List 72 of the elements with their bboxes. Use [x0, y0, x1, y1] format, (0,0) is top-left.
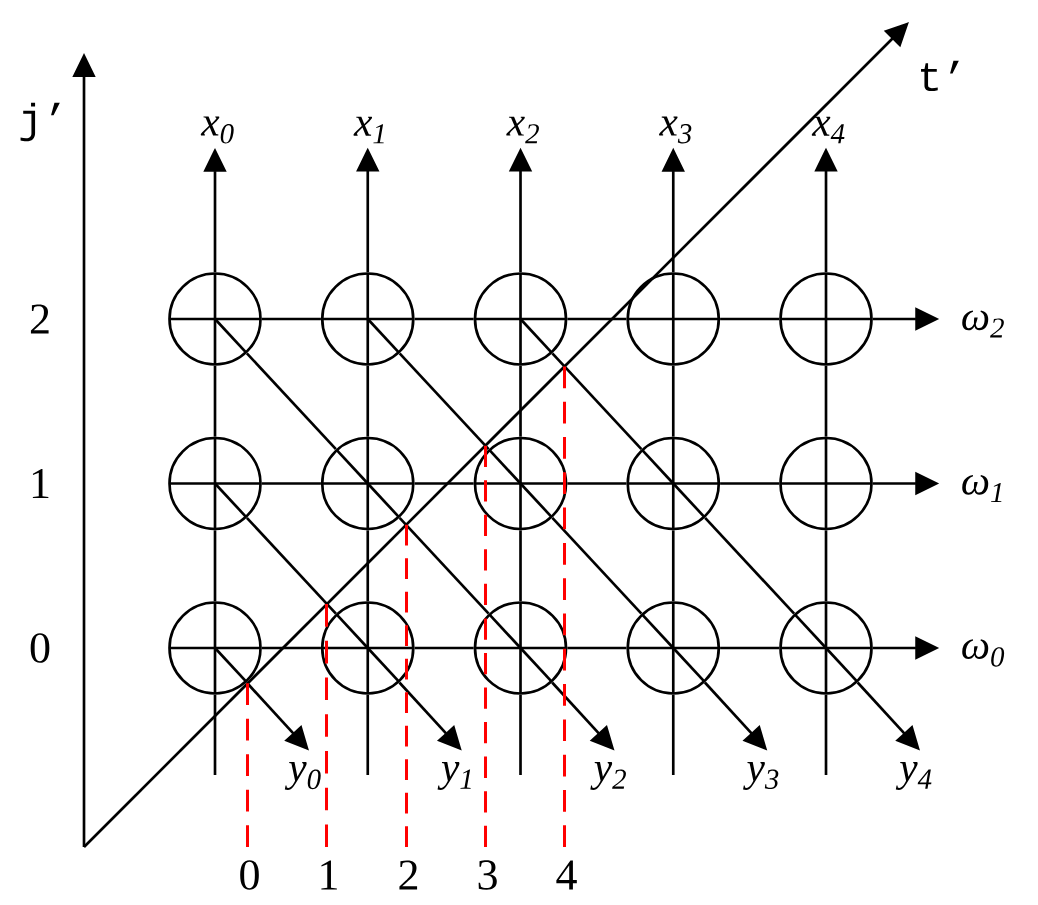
variable-label: y$_{4}$ [895, 762, 932, 790]
row-label: 1 [32, 468, 49, 498]
circled-plus [473, 272, 568, 366]
row-label: 2 [30, 304, 49, 334]
line [213, 694, 217, 775]
circled-plus [320, 272, 415, 366]
line [414, 646, 474, 650]
row-label: 0 [30, 633, 50, 663]
time-step-label: 1 [321, 860, 337, 890]
line [366, 365, 370, 437]
line [567, 482, 627, 485]
line [720, 646, 780, 650]
variable-label: y$_{0}$ [284, 762, 321, 790]
line [261, 646, 321, 650]
circled-plus [168, 601, 262, 695]
line [567, 317, 627, 321]
circled-plus [626, 601, 721, 695]
line [519, 694, 522, 775]
line [261, 482, 321, 485]
variable-label: y$_{2}$ [590, 762, 626, 790]
time-step-label: 3 [478, 860, 497, 890]
circled-plus [779, 436, 873, 531]
axis-label: j’ [20, 102, 60, 142]
line [245, 352, 337, 451]
line [519, 530, 522, 602]
circled-plus [320, 436, 415, 531]
line [398, 516, 490, 615]
circled-plus [626, 436, 721, 531]
variable-label: x$_{0}$ [200, 116, 234, 144]
line [213, 530, 217, 602]
line [366, 694, 370, 775]
line [213, 365, 217, 437]
variable-label: x$_{2}$ [506, 116, 539, 144]
line [720, 317, 780, 321]
variable-label: ω$_{1}$ [962, 474, 1002, 502]
line [519, 365, 522, 437]
circled-plus [626, 272, 721, 366]
line [414, 482, 474, 485]
line [551, 516, 643, 615]
circled-plus [779, 272, 873, 366]
line [704, 516, 796, 615]
time-step-label: 0 [240, 860, 259, 890]
variable-label: x$_{1}$ [353, 116, 384, 144]
variable-label: x$_{4}$ [811, 116, 845, 144]
axis-label: t’ [921, 60, 959, 92]
variable-label: y$_{3}$ [743, 762, 779, 790]
circled-plus [168, 436, 262, 531]
variable-label: ω$_{2}$ [962, 310, 1004, 338]
circled-plus [473, 601, 568, 695]
variable-label: x$_{3}$ [659, 116, 692, 144]
line [824, 365, 828, 437]
line [398, 352, 490, 451]
variable-label: y$_{1}$ [437, 762, 471, 790]
circled-plus [168, 272, 262, 366]
line [366, 530, 370, 602]
line [824, 694, 828, 775]
line [414, 317, 474, 321]
circled-plus [779, 601, 873, 695]
line [261, 317, 321, 321]
line [245, 516, 337, 615]
line [551, 352, 643, 451]
line [720, 482, 780, 485]
line [671, 694, 675, 775]
line [671, 365, 675, 437]
line [671, 530, 675, 602]
line [567, 646, 627, 650]
variable-label: ω$_{0}$ [962, 639, 1005, 667]
circled-plus [473, 436, 568, 531]
time-step-label: 4 [556, 860, 577, 890]
circled-plus [320, 601, 415, 695]
time-step-label: 2 [399, 860, 418, 890]
line [824, 530, 828, 602]
